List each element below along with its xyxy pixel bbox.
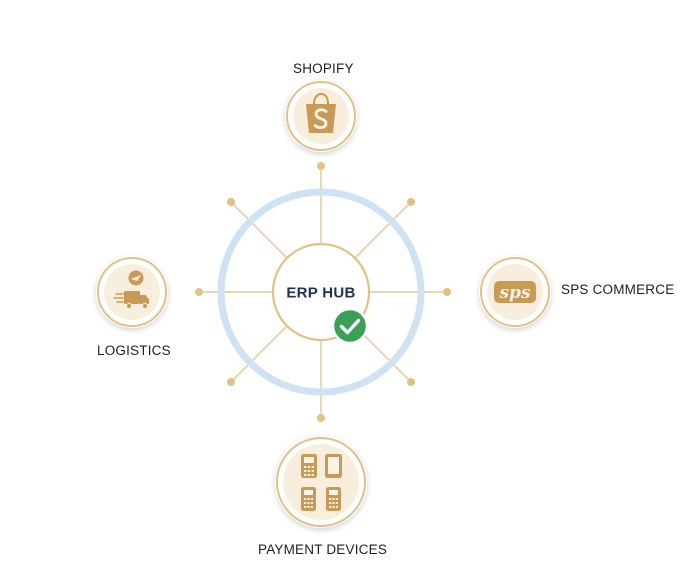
hub-title: ERP HUB: [286, 285, 355, 302]
label-logistics: LOGISTICS: [97, 343, 171, 358]
spoke-top-right: [354, 201, 412, 259]
label-sps-commerce: SPS COMMERCE: [561, 282, 675, 297]
payment-terminals-icon: [301, 454, 342, 511]
spoke-bottom-left: [230, 325, 288, 383]
spoke-dot-left: [195, 288, 203, 296]
spoke-dot-bottom-right: [407, 378, 415, 386]
shopify-bag-icon: [306, 92, 336, 133]
spoke-dot-top-left: [227, 198, 235, 206]
spoke-dot-top: [317, 162, 325, 170]
spoke-dot-top-right: [407, 198, 415, 206]
spoke-dots: [195, 162, 451, 422]
spoke-top-left: [230, 201, 288, 259]
node-payment-devices[interactable]: [275, 436, 367, 528]
spokes: [199, 166, 447, 418]
sps-logo-icon: sps: [494, 281, 536, 303]
node-logistics[interactable]: [96, 256, 168, 328]
delivery-truck-icon: [113, 270, 149, 310]
spoke-dot-bottom-left: [227, 378, 235, 386]
label-shopify: SHOPIFY: [293, 61, 354, 76]
label-payment-devices: PAYMENT DEVICES: [258, 542, 388, 557]
node-sps-commerce[interactable]: sps: [479, 256, 551, 328]
check-icon: [331, 307, 369, 345]
spoke-dot-bottom: [317, 414, 325, 422]
spoke-dot-right: [443, 288, 451, 296]
sps-logo-text: sps: [498, 283, 530, 303]
node-shopify[interactable]: [285, 80, 357, 152]
outer-ring: [217, 188, 425, 396]
